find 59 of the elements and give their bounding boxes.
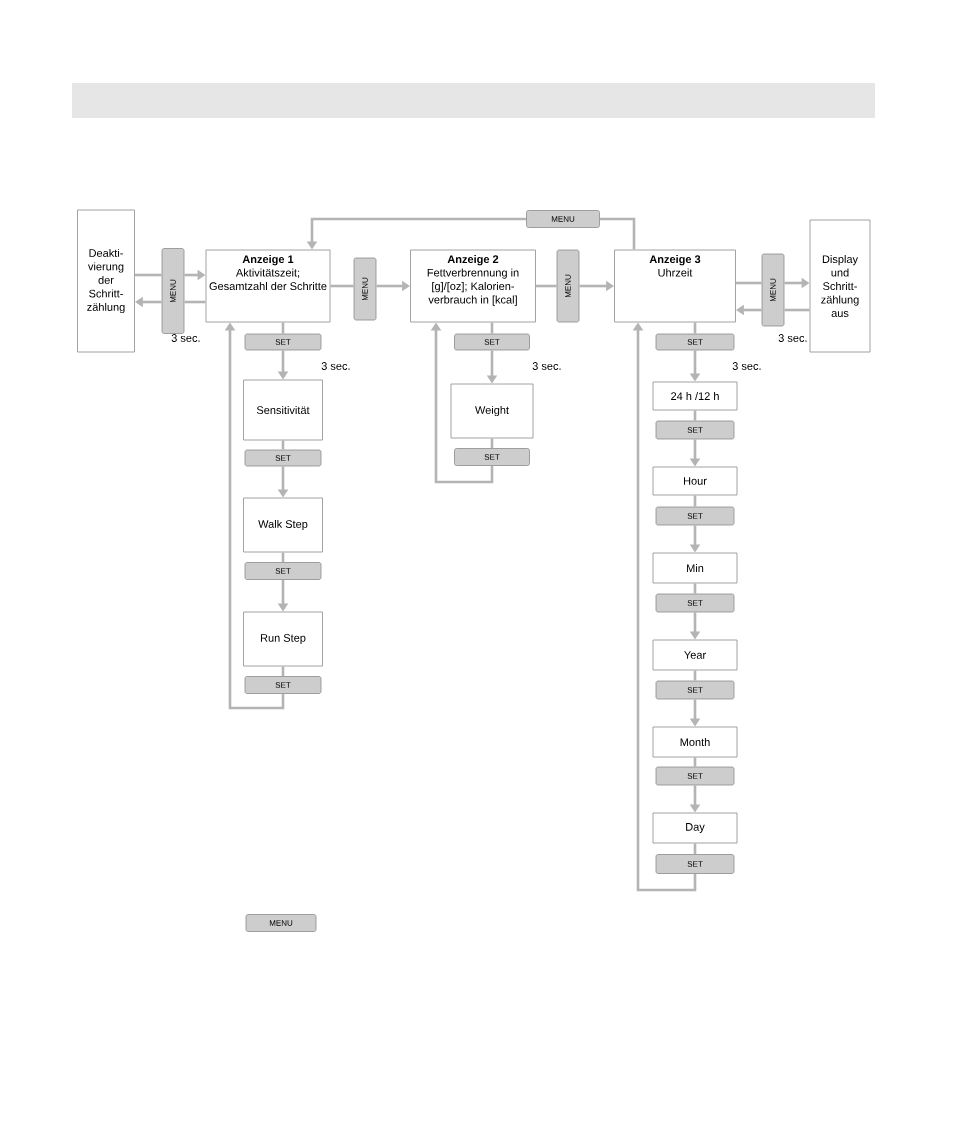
screen-box: Day [652,812,738,844]
connector-line [134,273,162,277]
connector-line [735,281,762,285]
connector-line [693,495,697,507]
button: SET [244,676,322,694]
screen-box: Year [652,639,738,671]
screen-box: Walk Step [243,497,323,553]
duration-label: 3 sec. [778,334,807,342]
connector-line [490,322,494,334]
connector-line [281,552,285,563]
button: SET [244,562,322,580]
button: SET [244,333,322,351]
button: SET [655,333,735,351]
button: MENU [556,249,580,323]
button: SET [655,854,735,874]
button: MENU [353,257,377,321]
connector-line [599,217,636,250]
connector-line [490,438,494,449]
button: SET [655,506,735,526]
connector-line [535,284,557,288]
connector-line [693,322,697,334]
button: SET [655,420,735,440]
screen-box: 24 h /12 h [652,381,738,411]
connector-line [693,583,697,594]
connector-line [330,284,354,288]
duration-label: 3 sec. [171,334,200,342]
screen-box: Display und Schritt- zählung aus [809,219,871,353]
button: SET [655,766,735,786]
duration-label: 3 sec. [321,362,350,370]
connector-line [281,440,285,450]
connector-line [693,670,697,681]
button: SET [454,448,530,466]
screen-box: Run Step [243,611,323,667]
screen-box: Weight [450,383,534,439]
duration-label: 3 sec. [732,362,761,370]
button: SET [454,333,530,351]
button: MENU [761,253,785,327]
screen-box: Anzeige 2 Fettverbrennung in [g]/[oz]; Kalorien- verbrauch in [kcal] [410,249,536,323]
button: SET [655,680,735,700]
screen-box: Hour [652,466,738,496]
button: MENU [161,248,185,334]
connector-line [693,410,697,421]
screen-box: Month [652,726,738,758]
duration-label: 3 sec. [532,362,561,370]
button: SET [655,593,735,613]
screen-box: Sensitivität [243,379,323,441]
connector-line [281,666,285,677]
connector-line [184,300,206,304]
connector-line [784,308,810,312]
connector-line [693,757,697,767]
screen-box: Min [652,552,738,584]
connector-line [281,322,285,334]
button: MENU [245,914,317,932]
button: MENU [526,210,600,228]
connector-line [693,843,697,855]
screen-box: Anzeige 3 Uhrzeit [614,249,736,323]
screen-box: Deakti- vierung der Schritt- zählung [77,209,135,353]
screen-box: Anzeige 1 Aktivitätszeit; Gesamtzahl der Schritte [205,249,331,323]
button: SET [244,449,322,467]
